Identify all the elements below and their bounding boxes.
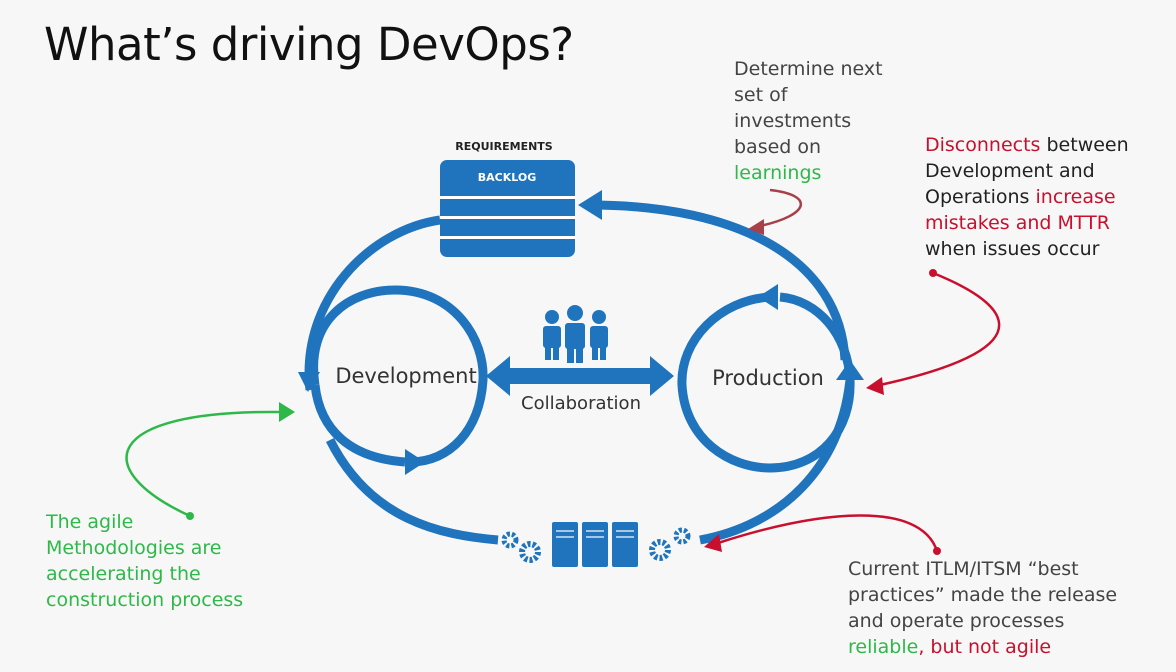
note-highlight: learnings <box>734 162 822 184</box>
dev-entry-arrowhead <box>298 372 320 392</box>
note-line: accelerating the <box>46 563 201 585</box>
collaboration-label: Collaboration <box>521 393 641 414</box>
development-loop <box>298 285 488 475</box>
backlog-label: BACKLOG <box>478 171 537 184</box>
note-line: when issues occur <box>925 238 1100 260</box>
note-line: Determine next <box>734 58 883 80</box>
note-line: practices” made the release <box>848 584 1118 606</box>
note-line: investments <box>734 110 852 132</box>
note-line: The agile <box>46 511 134 533</box>
requirements-label: REQUIREMENTS <box>455 140 553 153</box>
note-disconnects: Disconnects between Development and Oper… <box>925 132 1129 262</box>
annotation-arrow-right <box>866 269 1001 395</box>
people-icon <box>543 305 608 363</box>
slide-title: What’s driving DevOps? <box>44 18 574 71</box>
backlog-stack <box>440 160 575 257</box>
arrowhead-to-backlog <box>578 190 602 220</box>
note-text: between <box>1040 134 1129 156</box>
collaboration-arrow <box>486 356 674 396</box>
note-line: reliable, but not agile <box>848 634 1117 660</box>
note-line: Methodologies are <box>46 537 222 559</box>
production-loop <box>677 284 855 473</box>
note-line: Current ITLM/ITSM “best <box>848 558 1079 580</box>
note-highlight: Disconnects <box>925 134 1041 156</box>
annotation-arrow-bottom <box>704 514 941 555</box>
note-agile: The agile Methodologies are accelerating… <box>46 509 243 613</box>
note-itsm: Current ITLM/ITSM “best practices” made … <box>848 556 1117 660</box>
note-text: Operations <box>925 186 1036 208</box>
note-line: Operations increase <box>925 184 1129 210</box>
note-line: mistakes and MTTR <box>925 212 1110 234</box>
note-line: set of <box>734 84 788 106</box>
note-line: based on <box>734 136 822 158</box>
note-highlight: , but not agile <box>918 636 1052 658</box>
note-highlight: reliable <box>848 636 919 658</box>
annotation-arrow-top <box>748 188 803 235</box>
prod-loop-arrowhead <box>758 284 778 310</box>
note-line: construction process <box>46 589 244 611</box>
note-highlight: increase <box>1035 186 1116 208</box>
annotation-arrow-left <box>125 402 295 520</box>
dev-loop-arrowhead <box>405 449 425 475</box>
note-line: and operate processes <box>848 610 1065 632</box>
development-label: Development <box>335 364 476 388</box>
note-investments: Determine next set of investments based … <box>734 56 883 186</box>
production-label: Production <box>712 366 824 390</box>
note-line: Disconnects between <box>925 132 1129 158</box>
servers-icon <box>552 522 638 567</box>
gear-icon <box>501 527 691 563</box>
note-line: Development and <box>925 160 1095 182</box>
